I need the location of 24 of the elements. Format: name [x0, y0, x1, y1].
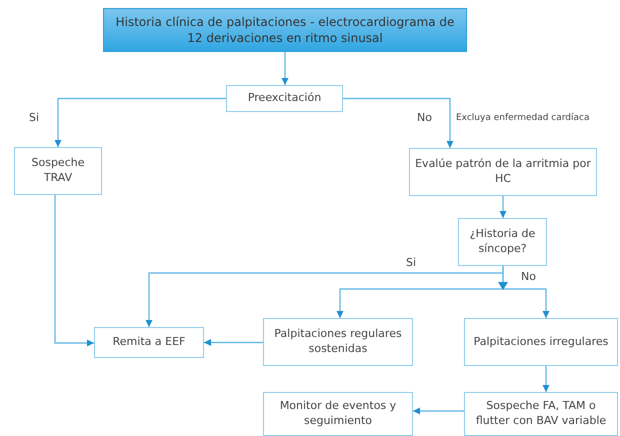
process-box: Evalúe patrón de la arritmia por HC [409, 148, 597, 196]
edge-label: No [520, 270, 537, 283]
edge-label: Si [405, 256, 418, 269]
process-box: Preexcitación [226, 85, 343, 112]
process-box: Sospeche FA, TAM o flutter con BAV variable [464, 392, 618, 436]
arrow [502, 266, 550, 318]
header-box: Historia clínica de palpitaciones - electrocardiograma de 12 derivaciones en ritmo sinusal [103, 8, 467, 52]
arrow [54, 195, 94, 346]
process-box: Palpitaciones regulares sostenidas [263, 318, 413, 366]
arrow [282, 52, 288, 85]
edge-label: Si [28, 111, 40, 124]
arrow [343, 98, 454, 148]
arrow [413, 408, 464, 414]
arrow [500, 196, 506, 218]
process-box: Sospeche TRAV [14, 147, 102, 195]
arrow [54, 98, 226, 147]
arrow [542, 366, 550, 392]
process-box: Remita a EEF [94, 327, 204, 358]
edge-label: No [416, 111, 433, 124]
note-text: Excluya enfermedad cardíaca [456, 113, 590, 123]
process-box: Palpitaciones irregulares [464, 318, 618, 366]
arrow [204, 339, 263, 346]
process-box: Monitor de eventos y seguimiento [263, 392, 413, 436]
decision-box: ¿Historia de síncope? [458, 218, 547, 266]
